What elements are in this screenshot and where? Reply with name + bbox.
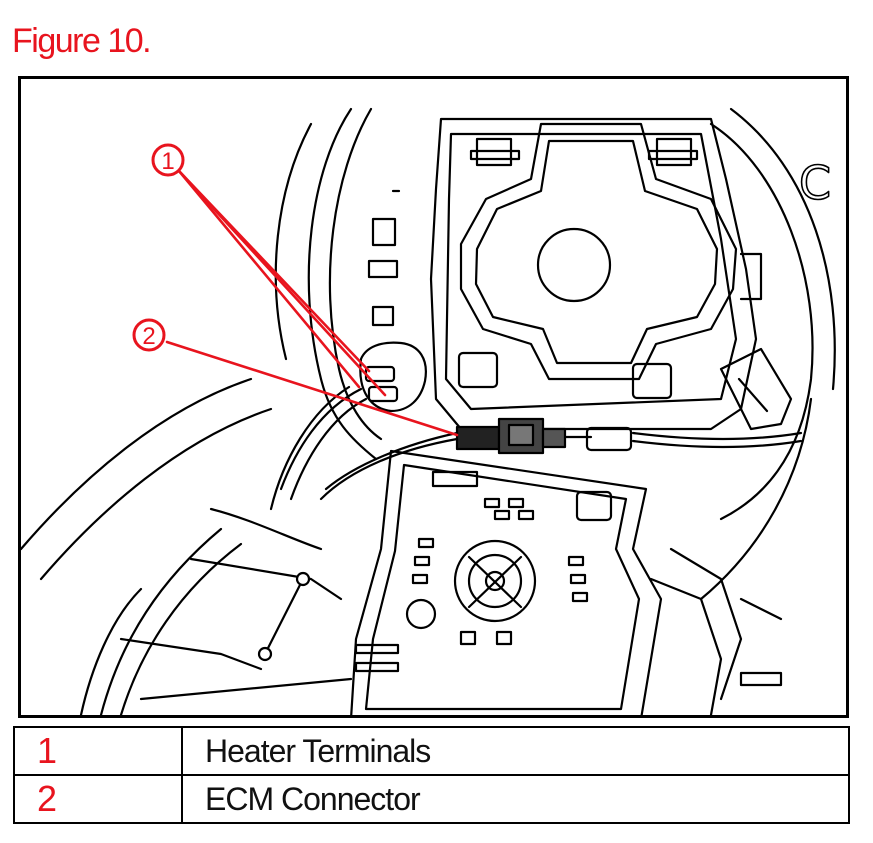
diagram-frame: C 1 2 bbox=[18, 76, 849, 718]
seat-frame bbox=[21, 377, 353, 715]
legend-row: 1 Heater Terminals bbox=[13, 726, 850, 776]
technical-drawing: C 1 2 bbox=[21, 107, 836, 715]
ecm-bracket-plate bbox=[350, 449, 663, 715]
housing-outline bbox=[274, 107, 836, 601]
callout-legend-table: 1 Heater Terminals 2 ECM Connector bbox=[13, 726, 850, 824]
callout-2: 2 bbox=[132, 318, 166, 352]
side-clip bbox=[719, 347, 793, 431]
heater-socket bbox=[359, 341, 427, 413]
legend-number: 1 bbox=[13, 726, 183, 776]
legend-row: 2 ECM Connector bbox=[13, 774, 850, 824]
callout-number-2: 2 bbox=[142, 323, 155, 350]
mounting-tabs bbox=[367, 189, 401, 327]
callout-leaders bbox=[165, 169, 459, 437]
ecm-connector bbox=[455, 417, 633, 455]
callout-number-1: 1 bbox=[161, 148, 174, 175]
legend-label: ECM Connector bbox=[181, 774, 850, 824]
legend-label: Heater Terminals bbox=[181, 726, 850, 776]
callout-1: 1 bbox=[151, 143, 185, 177]
figure-title: Figure 10. bbox=[12, 22, 152, 60]
console-housing bbox=[429, 117, 763, 431]
corner-mark: C bbox=[799, 156, 831, 210]
legend-number: 2 bbox=[13, 774, 183, 824]
right-bracket bbox=[649, 547, 783, 715]
